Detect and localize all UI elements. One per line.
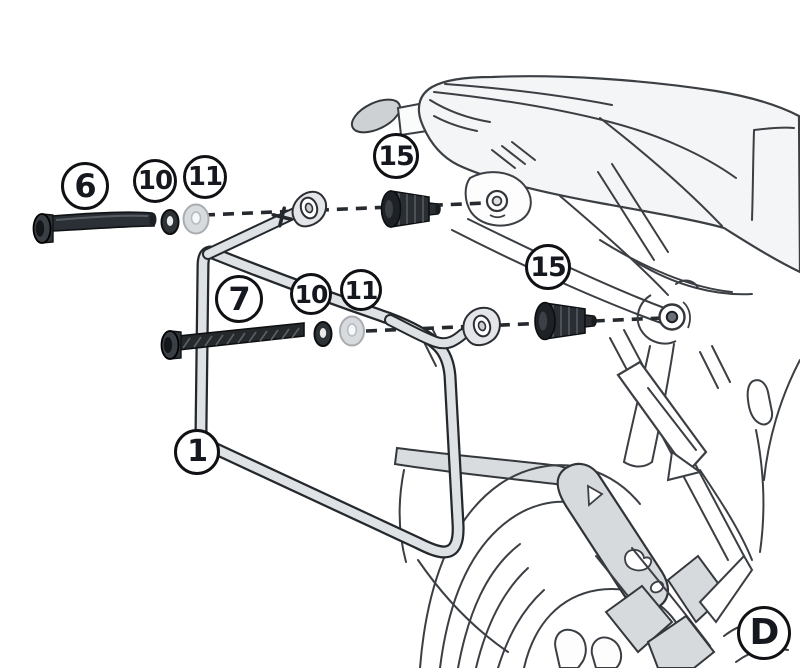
bolt-6 [32, 211, 157, 244]
hanger-hole [649, 580, 665, 594]
callout-part-15-lower: 15 [525, 244, 571, 290]
lower-mount-boss [636, 294, 677, 345]
callout-part-11-lower: 11 [340, 269, 382, 311]
bolt-7 [160, 322, 305, 360]
hanger-slot [624, 548, 653, 572]
callout-part-10-lower: 10 [290, 273, 332, 315]
cross-marker [271, 206, 293, 228]
callout-part-10-upper: 10 [133, 159, 177, 203]
spacer-bushing-15-lower [534, 301, 597, 341]
lock-washer-10-upper [160, 209, 180, 235]
pannier-frame [194, 190, 501, 559]
frame-lower-arm-fill [386, 316, 467, 348]
spacer-bushing-15-upper [380, 190, 441, 228]
washer-11-upper [182, 203, 210, 235]
shock-spar [616, 360, 708, 474]
frame-slot [746, 379, 774, 426]
motorcycle-line-art [350, 75, 800, 668]
callout-part-7: 7 [215, 275, 263, 323]
callout-part-6: 6 [61, 162, 109, 210]
mount-holes [485, 189, 691, 345]
callout-detail-D: D [737, 606, 791, 660]
callout-part-15-upper: 15 [373, 133, 419, 179]
callout-part-11-upper: 11 [183, 155, 227, 199]
hugger-band [393, 446, 574, 490]
tail-knob [350, 98, 402, 134]
callout-part-1: 1 [174, 429, 220, 475]
upper-axis-dashed-line [203, 201, 487, 217]
lock-washer-10-lower [313, 321, 333, 347]
washer-11-lower [339, 315, 365, 347]
